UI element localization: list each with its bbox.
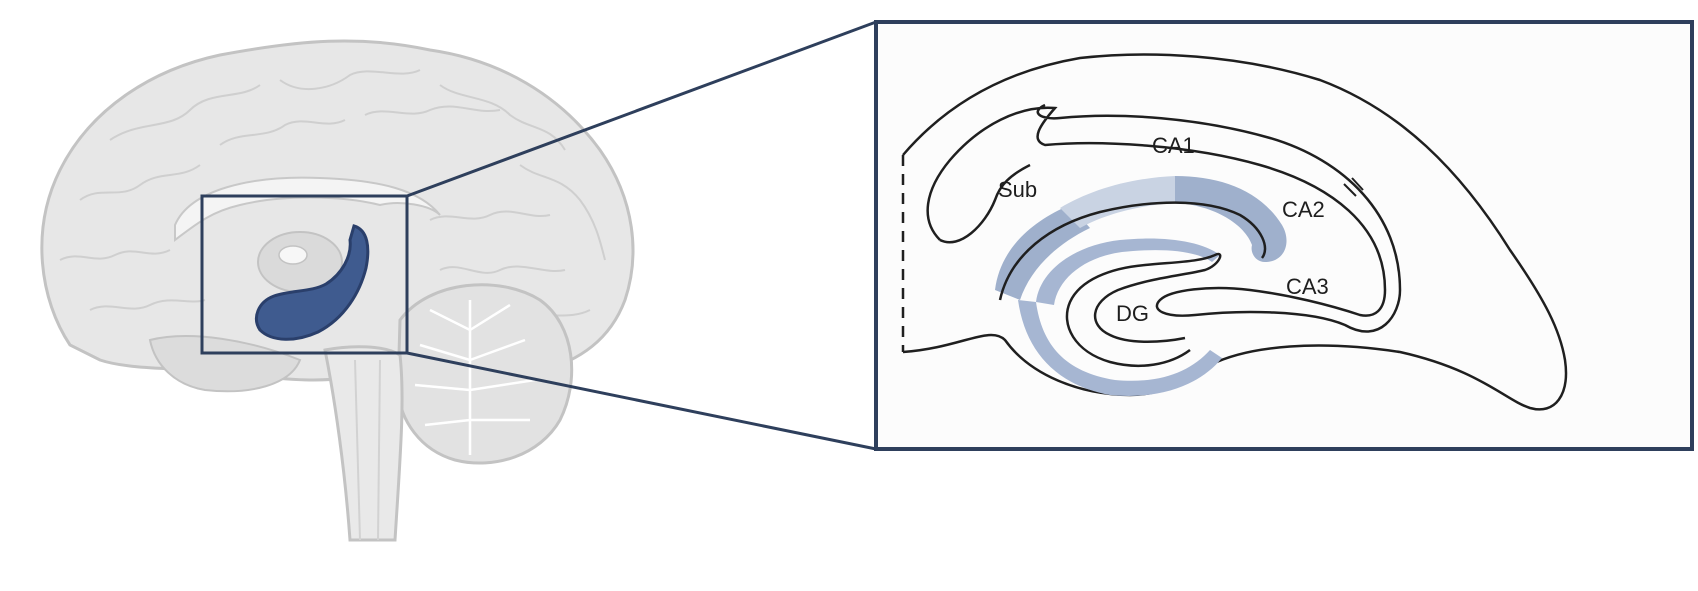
label-ca1: CA1 <box>1152 133 1195 158</box>
label-sub: Sub <box>998 177 1037 202</box>
label-ca2: CA2 <box>1282 197 1325 222</box>
label-ca3: CA3 <box>1286 274 1329 299</box>
label-dg: DG <box>1116 301 1149 326</box>
cerebellum <box>398 285 572 463</box>
brain-stem <box>325 347 402 540</box>
thalamus-core <box>279 246 307 264</box>
brain-illustration <box>42 41 633 540</box>
